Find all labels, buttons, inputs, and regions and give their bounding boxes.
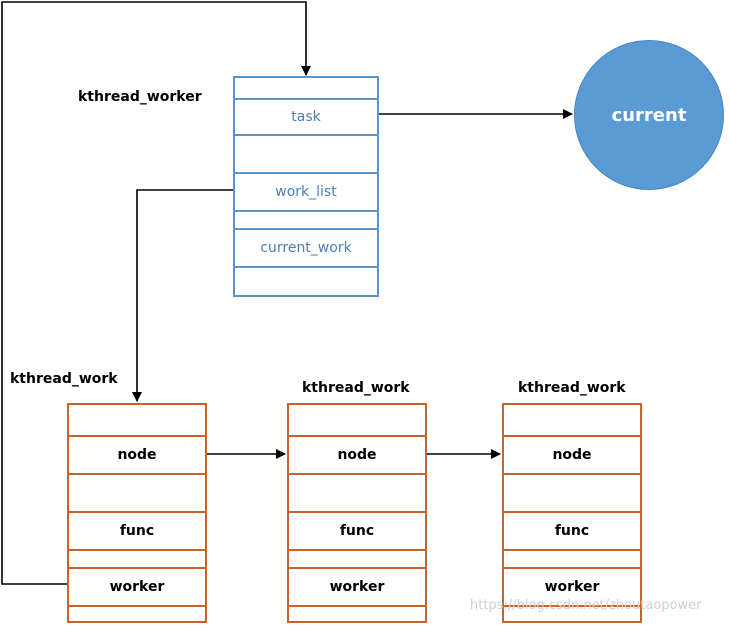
watermark: https://blog.csdn.net/zhoutaopower — [470, 598, 702, 613]
work-row-node: node — [504, 435, 640, 473]
work-row-worker: worker — [289, 567, 425, 605]
work-list-to-first-work-arrow — [132, 189, 233, 402]
kthread-work-3-title: kthread_work — [518, 380, 626, 396]
work-row-6 — [289, 605, 425, 621]
work-row-func: func — [69, 511, 205, 549]
kthread-worker-struct: task work_list current_work — [233, 76, 379, 297]
worker-row-task: task — [235, 98, 377, 134]
work-row-4 — [69, 549, 205, 567]
work-row-4 — [504, 549, 640, 567]
kthread-worker-title: kthread_worker — [78, 89, 202, 105]
current-node: current — [574, 40, 724, 190]
worker-row-2 — [235, 134, 377, 172]
work-row-func: func — [289, 511, 425, 549]
work-row-0 — [69, 405, 205, 435]
kthread-work-1-struct: node func worker — [67, 403, 207, 623]
worker-row-work-list: work_list — [235, 172, 377, 210]
work-row-0 — [504, 405, 640, 435]
work-row-worker: worker — [504, 567, 640, 605]
work-row-func: func — [504, 511, 640, 549]
work-row-2 — [504, 473, 640, 511]
worker-row-0 — [235, 78, 377, 98]
kthread-work-2-title: kthread_work — [302, 380, 410, 396]
work-row-worker: worker — [69, 567, 205, 605]
work-row-6 — [69, 605, 205, 621]
worker-row-6 — [235, 266, 377, 295]
work-row-node: node — [289, 435, 425, 473]
current-label: current — [611, 104, 687, 126]
work-row-2 — [69, 473, 205, 511]
work-row-0 — [289, 405, 425, 435]
kthread-work-1-title: kthread_work — [10, 371, 118, 387]
kthread-work-3-struct: node func worker — [502, 403, 642, 623]
worker-row-current-work: current_work — [235, 228, 377, 266]
worker-row-4 — [235, 210, 377, 228]
work-row-6 — [504, 605, 640, 621]
work-row-node: node — [69, 435, 205, 473]
kthread-work-2-struct: node func worker — [287, 403, 427, 623]
work-row-4 — [289, 549, 425, 567]
worker-to-kthread-worker-arrow — [1, 1, 311, 585]
work-row-2 — [289, 473, 425, 511]
